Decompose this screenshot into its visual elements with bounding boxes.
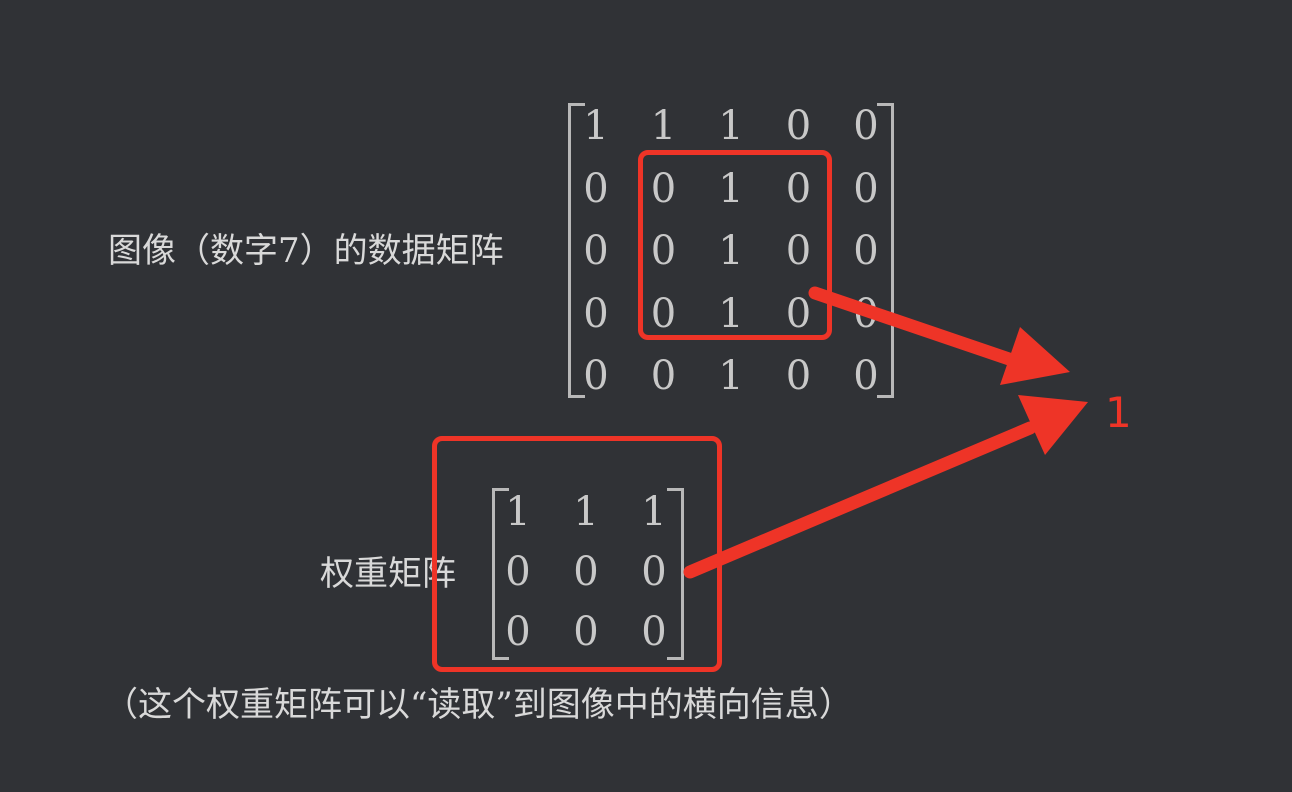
matrix-cell: 0 <box>650 353 677 399</box>
matrix-cell: 0 <box>641 609 667 655</box>
image-data-matrix: 1110000100001000010000100 <box>568 103 894 398</box>
matrix-cell: 0 <box>505 609 531 655</box>
right-bracket <box>667 488 684 660</box>
matrix-cell: 1 <box>718 290 744 337</box>
matrix-cell: 0 <box>785 165 812 212</box>
matrix-cell: 1 <box>718 165 744 212</box>
caption: （这个权重矩阵可以“读取”到图像中的横向信息） <box>104 685 853 725</box>
matrix-cell: 0 <box>505 549 531 595</box>
matrix-cell: 0 <box>583 290 609 337</box>
matrix-cell: 0 <box>650 165 677 212</box>
matrix-cell: 0 <box>853 103 879 149</box>
matrix-cell: 0 <box>785 228 812 274</box>
matrix-cell: 0 <box>641 549 667 595</box>
left-bracket <box>492 488 509 660</box>
matrix-cell: 1 <box>573 489 599 535</box>
matrix-cell: 0 <box>853 165 879 212</box>
convolution-result: 1 <box>1105 388 1132 437</box>
matrix-cell: 0 <box>853 353 879 399</box>
right-bracket <box>877 103 894 398</box>
image-matrix-label: 图像（数字7）的数据矩阵 <box>108 231 504 271</box>
matrix-cell: 1 <box>505 489 531 535</box>
matrix-cell: 0 <box>573 609 599 655</box>
matrix-cell: 1 <box>718 103 744 149</box>
matrix-cell: 0 <box>583 228 609 274</box>
matrix-cell: 0 <box>785 103 812 149</box>
matrix-cell: 1 <box>641 489 667 535</box>
matrix-cell: 0 <box>573 549 599 595</box>
matrix-cell: 0 <box>785 290 812 337</box>
matrix-cell: 1 <box>718 353 744 399</box>
matrix-cell: 0 <box>650 228 677 274</box>
matrix-cell: 1 <box>718 228 744 274</box>
matrix-cell: 1 <box>650 103 677 149</box>
arrow-from-weight <box>683 395 1088 579</box>
left-bracket <box>568 103 585 398</box>
matrix-cell: 1 <box>583 103 609 149</box>
matrix-cell: 0 <box>785 353 812 399</box>
matrix-cell: 0 <box>583 353 609 399</box>
matrix-cell: 0 <box>650 290 677 337</box>
arrow-from-image <box>808 286 1070 385</box>
receptive-field-highlight <box>638 150 832 340</box>
matrix-cell: 0 <box>853 228 879 274</box>
matrix-cell: 0 <box>583 165 609 212</box>
